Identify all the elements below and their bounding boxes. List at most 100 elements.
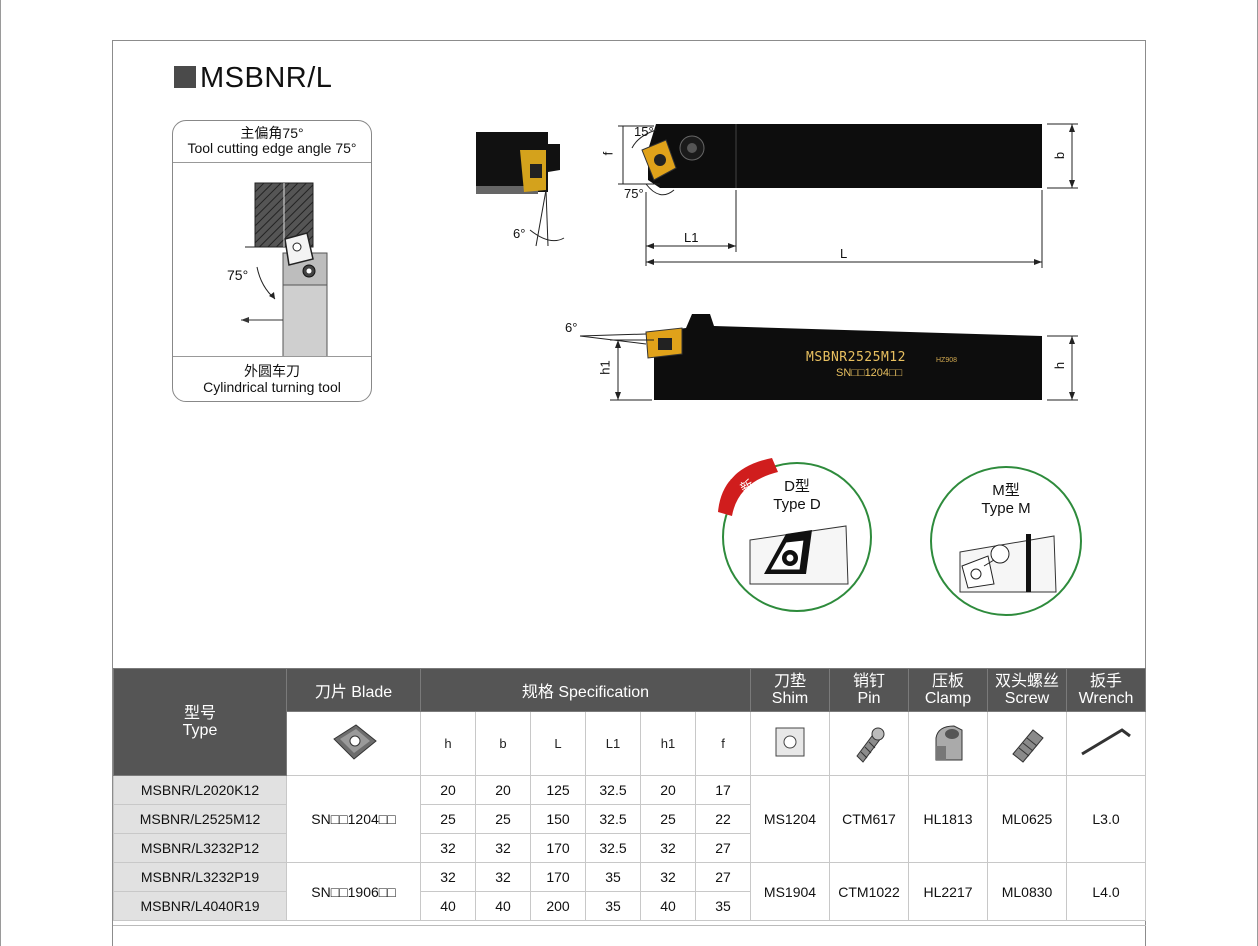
wrench-header-en: Wrench <box>1078 690 1134 707</box>
card-header: 主偏角75° Tool cutting edge angle 75° <box>173 121 371 163</box>
turning-diagram-icon <box>241 182 328 357</box>
row-type: MSBNR/L4040R19 <box>113 891 287 921</box>
wrench-icon <box>1081 728 1131 756</box>
body-insert-marking: SN□□1204□□ <box>836 367 903 379</box>
dim-h-label: h <box>1052 361 1068 370</box>
type-header-cn: 型号 <box>183 705 216 722</box>
clamp-image-cell <box>908 711 988 776</box>
pin-group-1: CTM617 <box>829 775 909 863</box>
shim-image-cell <box>750 711 830 776</box>
cell-l1: 32.5 <box>585 833 641 863</box>
shim-icon <box>775 727 805 757</box>
row-type: MSBNR/L3232P12 <box>113 833 287 863</box>
clamp-group-1: HL1813 <box>908 775 988 863</box>
dim-b-label: b <box>1052 151 1068 160</box>
angle-15-label: 15° <box>634 124 654 139</box>
spec-col-h1: h1 <box>640 711 696 776</box>
type-header-en: Type <box>182 722 218 739</box>
cell-h1: 40 <box>640 891 696 921</box>
spec-col-f: f <box>695 711 751 776</box>
cell-h: 20 <box>420 775 476 805</box>
blade-image-cell <box>286 711 421 776</box>
screw-group-2: ML0830 <box>987 862 1067 921</box>
pin-image-cell <box>829 711 909 776</box>
body-marking: MSBNR2525M12 <box>806 350 906 365</box>
type-m-en: Type M <box>981 500 1031 517</box>
dim-f-label: f <box>600 151 616 156</box>
pin-header-cn: 销钉 <box>852 673 885 690</box>
shim-header-cn: 刀垫 <box>773 673 806 690</box>
row-type: MSBNR/L2525M12 <box>113 804 287 834</box>
dim-l-label: L <box>840 246 848 261</box>
shim-group-1: MS1204 <box>750 775 830 863</box>
screw-header-en: Screw <box>1004 690 1050 707</box>
type-m-cn: M型 <box>992 482 1020 499</box>
end-view-drawing <box>476 132 565 247</box>
cell-l1: 35 <box>585 891 641 921</box>
card-foot-cn: 外圆车刀 <box>244 363 300 379</box>
bottom-divider <box>113 925 1146 926</box>
page-title: MSBNR/L <box>174 62 332 95</box>
cell-f: 35 <box>695 891 751 921</box>
screw-header-cn: 双头螺丝 <box>994 673 1059 690</box>
title-text: MSBNR/L <box>200 62 333 94</box>
card-head-en: Tool cutting edge angle 75° <box>187 140 357 156</box>
cell-h1: 32 <box>640 833 696 863</box>
type-d-cn: D型 <box>784 478 810 495</box>
title-square-icon <box>174 66 196 88</box>
insert-blade-icon <box>332 724 377 760</box>
type-d-en: Type D <box>773 496 821 513</box>
cell-h1: 20 <box>640 775 696 805</box>
dim-h1-label: h1 <box>597 360 613 375</box>
pin-icon <box>856 727 885 763</box>
clamp-group-2: HL2217 <box>908 862 988 921</box>
tool-holder-drawing <box>476 123 1078 401</box>
cell-f: 17 <box>695 775 751 805</box>
shim-header-en: Shim <box>771 690 809 707</box>
blade-header: 刀片 Blade <box>286 668 421 712</box>
cell-l1: 32.5 <box>585 775 641 805</box>
card-foot-en: Cylindrical turning tool <box>203 379 341 395</box>
side-angle-label: 6° <box>565 320 578 335</box>
cell-h1: 32 <box>640 862 696 892</box>
cell-b: 25 <box>475 804 531 834</box>
type-m-badge: M型 Type M <box>930 466 1082 616</box>
cell-h: 25 <box>420 804 476 834</box>
cell-f: 27 <box>695 862 751 892</box>
cell-l: 150 <box>530 804 586 834</box>
cell-b: 32 <box>475 862 531 892</box>
clamp-icon <box>935 725 963 761</box>
wrench-header-cn: 扳手 <box>1089 673 1122 690</box>
cell-f: 22 <box>695 804 751 834</box>
screw-group-1: ML0625 <box>987 775 1067 863</box>
cell-h: 40 <box>420 891 476 921</box>
wrench-group-1: L3.0 <box>1066 775 1146 863</box>
cell-b: 40 <box>475 891 531 921</box>
end-angle-label: 6° <box>513 226 526 241</box>
pin-header-en: Pin <box>857 690 881 707</box>
cell-h: 32 <box>420 862 476 892</box>
body-code-marking: HZ908 <box>936 357 958 364</box>
cell-l: 170 <box>530 862 586 892</box>
spec-header: 规格 Specification <box>420 668 751 712</box>
table-row: MSBNR/L4040R19 40 40 200 35 40 35 <box>113 891 1146 921</box>
shim-group-2: MS1904 <box>750 862 830 921</box>
cell-l1: 32.5 <box>585 804 641 834</box>
type-d-clamp-icon <box>749 525 849 585</box>
card-footer: 外圆车刀 Cylindrical turning tool <box>173 356 371 401</box>
clamp-header-en: Clamp <box>924 690 972 707</box>
cell-l: 170 <box>530 833 586 863</box>
cutting-angle-card: 主偏角75° Tool cutting edge angle 75° 75° 外… <box>172 120 372 402</box>
table-row: MSBNR/L2525M12 25 25 150 32.5 25 22 <box>113 804 1146 834</box>
table-row: MSBNR/L3232P19 SN□□1906□□ 32 32 170 35 3… <box>113 862 1146 921</box>
wrench-image-cell <box>1066 711 1146 776</box>
spec-col-h: h <box>420 711 476 776</box>
type-header: 型号 Type <box>113 668 287 776</box>
cell-b: 20 <box>475 775 531 805</box>
type-m-clamp-icon <box>959 534 1057 593</box>
